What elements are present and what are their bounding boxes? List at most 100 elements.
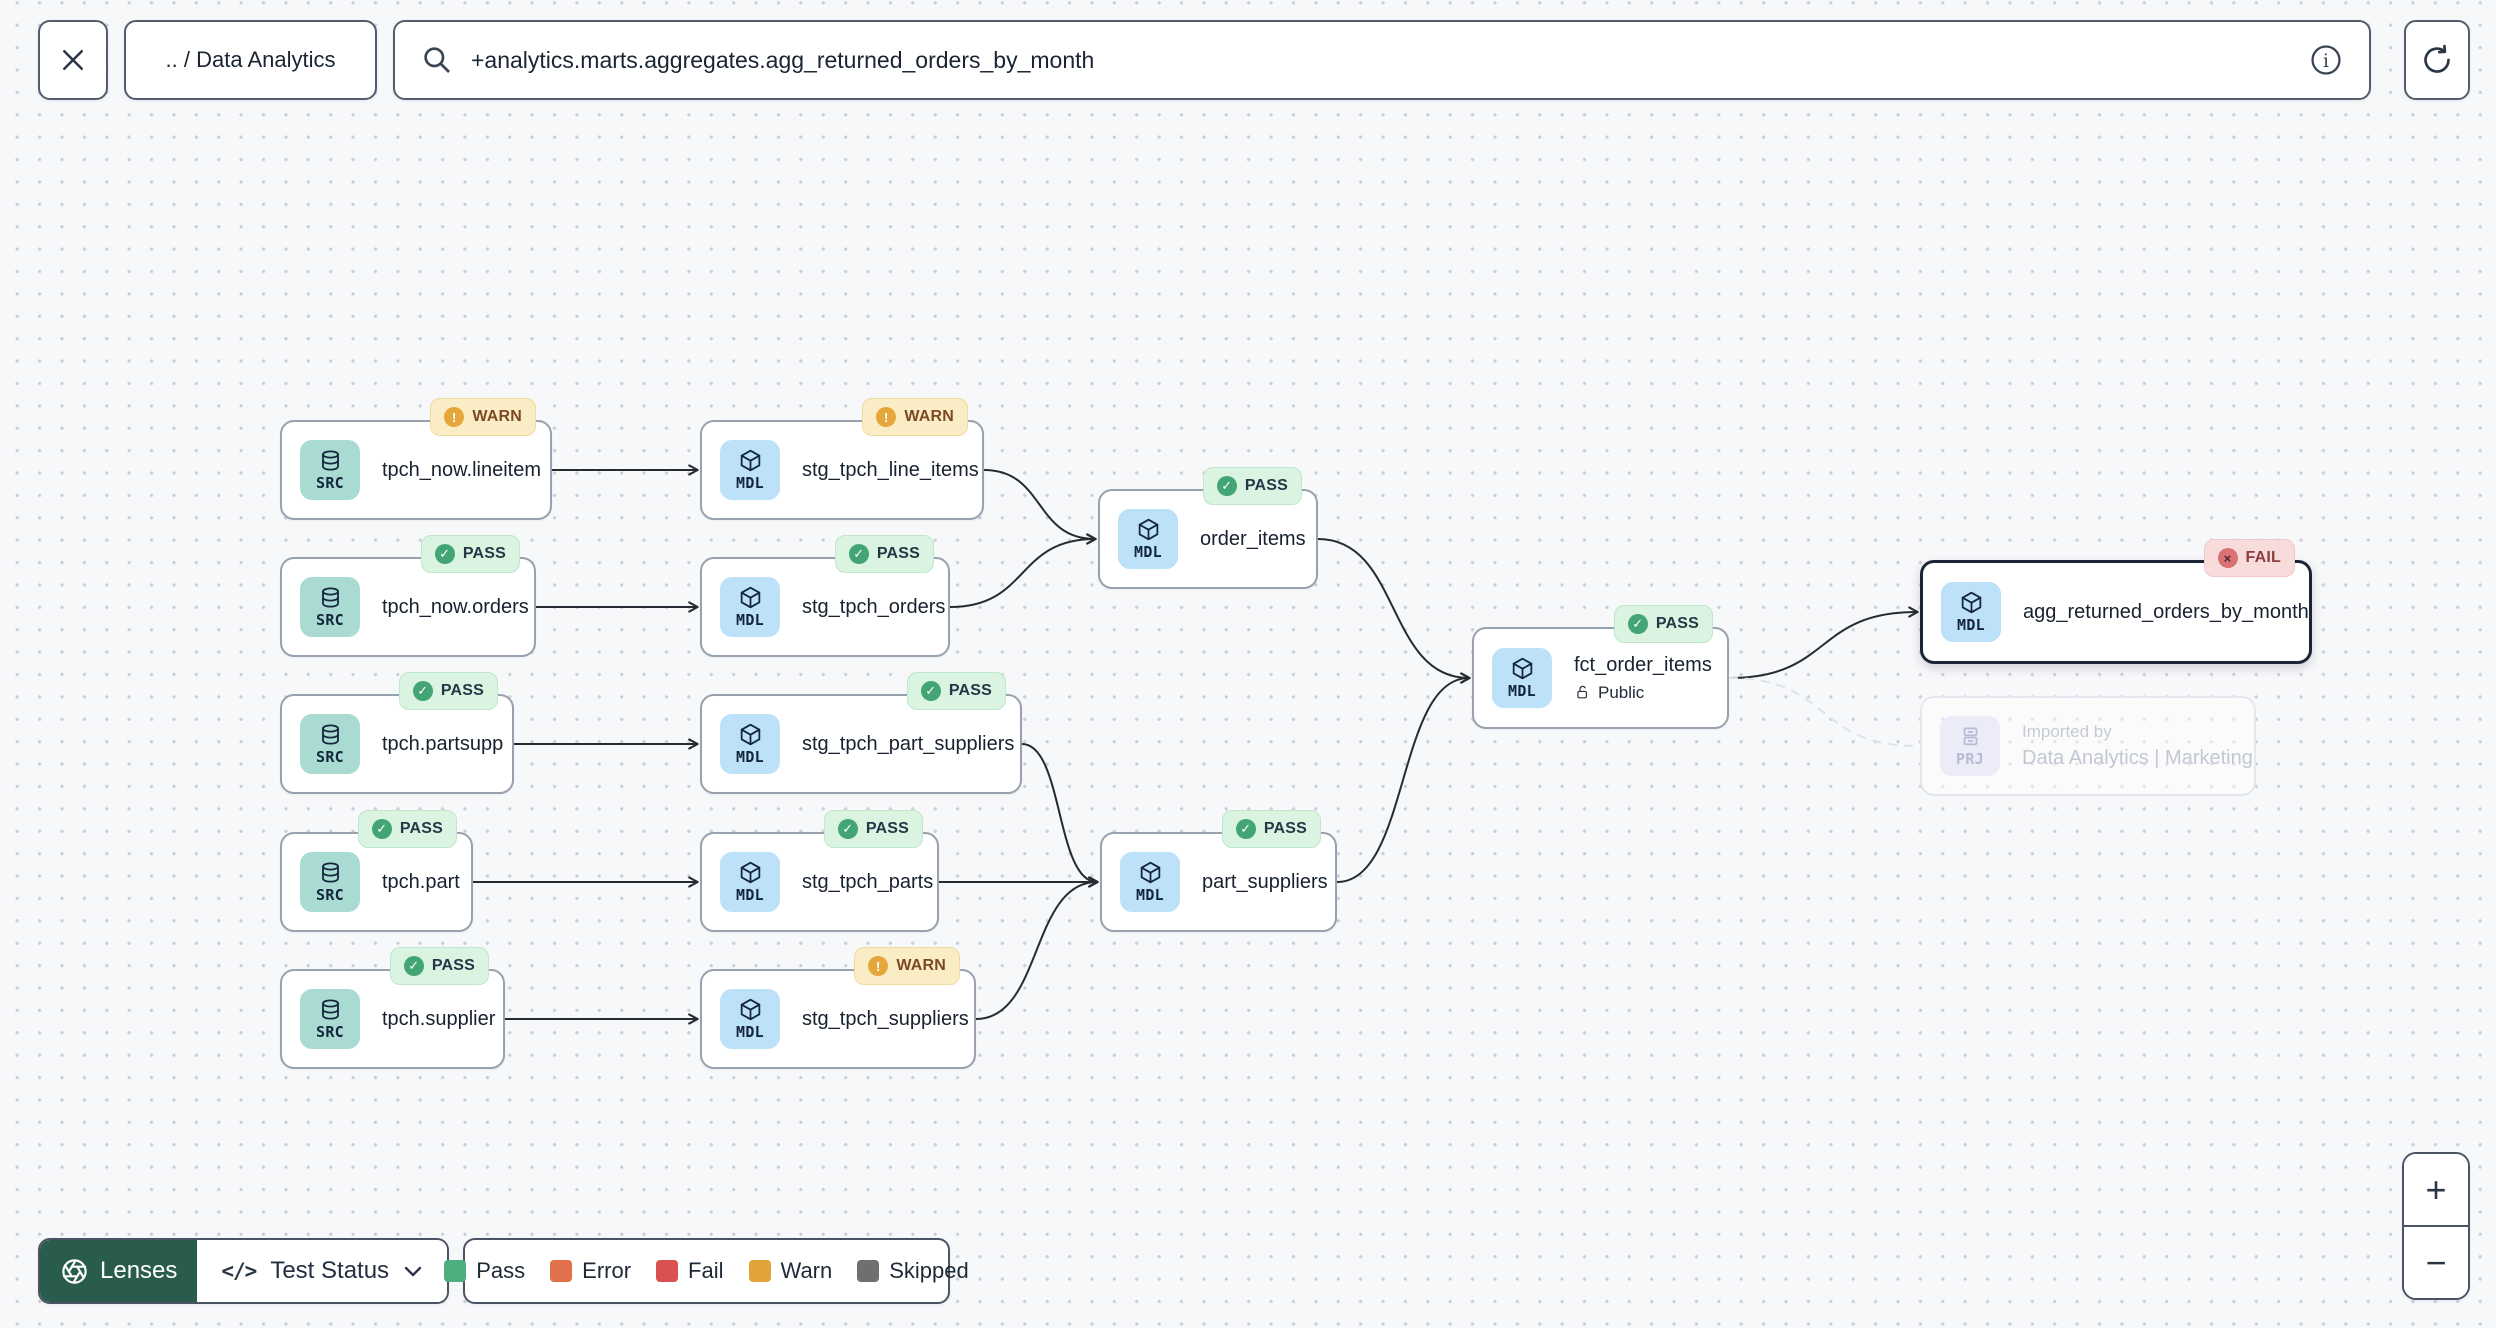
node-type-label: SRC (316, 474, 344, 492)
edge-stg_tpch_line_items-to-order_items (983, 469, 1097, 545)
node-label: stg_tpch_parts (802, 870, 934, 893)
check-circle-icon: ✓ (412, 681, 433, 701)
graph-node-tpch_partsupp[interactable]: ✓ PASS SRC tpch.partsupp (280, 672, 514, 794)
status-badge-pass: ✓ PASS (1613, 605, 1713, 643)
edge-fct_order_items-to-agg_returned_orders_by_month (1728, 606, 1919, 679)
node-type-label: MDL (1957, 616, 1985, 634)
fail-circle-icon: × (2217, 548, 2238, 568)
search-icon (424, 47, 450, 73)
legend-item-fail: Fail (656, 1258, 724, 1284)
legend-swatch-error (550, 1260, 573, 1282)
warning-circle-icon: ! (876, 407, 897, 427)
node-type-label: MDL (1136, 886, 1164, 904)
edge-stg_tpch_orders-to-order_items (949, 533, 1097, 608)
lenses-button[interactable]: Lenses (40, 1240, 198, 1302)
status-badge-pass: ✓ PASS (834, 535, 934, 573)
status-badge-label: PASS (865, 820, 909, 837)
code-icon: </> (221, 1259, 257, 1283)
check-circle-icon: ✓ (1627, 614, 1648, 634)
status-badge-label: PASS (876, 545, 920, 562)
zoom-in-button[interactable]: + (2404, 1154, 2468, 1225)
status-badge-fail: ×FAIL (2203, 539, 2295, 577)
unlocked-padlock-icon (1577, 685, 1587, 699)
check-circle-icon: ✓ (848, 544, 869, 564)
legend-swatch-skipped (857, 1260, 880, 1282)
node-label: part_suppliers (1202, 870, 1328, 893)
node-type-label: SRC (316, 748, 344, 766)
project-icon: PRJ (1940, 716, 2000, 776)
close-button[interactable] (38, 20, 108, 100)
status-badge-pass: ✓PASS (823, 810, 923, 848)
breadcrumb-button[interactable]: .. / Data Analytics (124, 20, 377, 100)
status-badge-label: PASS (440, 682, 484, 699)
cube-icon: MDL (720, 989, 780, 1049)
database-icon: SRC (300, 714, 360, 774)
search-input[interactable] (471, 46, 2291, 74)
status-badge-label: PASS (462, 545, 506, 562)
check-circle-icon: ✓ (403, 956, 424, 976)
edge-stg_tpch_part_suppliers-to-part_suppliers (1021, 743, 1099, 888)
edge-stg_tpch_suppliers-to-part_suppliers (975, 876, 1099, 1020)
close-icon (63, 50, 83, 70)
graph-node-agg_returned_orders_by_month[interactable]: ×FAIL MDL agg_returned_orders_by_month (1920, 539, 2312, 664)
graph-node-stg_tpch_parts[interactable]: ✓PASS MDL stg_tpch_parts (700, 810, 939, 932)
edge-paths (472, 464, 1919, 1025)
status-badge-pass: ✓PASS (357, 810, 457, 848)
node-label: tpch_now.lineitem (382, 458, 541, 481)
search-bar[interactable]: i (393, 20, 2371, 100)
node-label: order_items (1200, 527, 1306, 550)
node-text: stg_tpch_suppliers (802, 1008, 969, 1031)
node-label: stg_tpch_orders (802, 595, 946, 618)
chevron-down-icon (404, 1266, 422, 1276)
node-label: tpch.partsupp (382, 732, 504, 755)
lens-selected-label: Test Status (270, 1257, 390, 1284)
legend-swatch-fail (656, 1260, 679, 1282)
node-type-label: MDL (736, 886, 764, 904)
node-line2: Data Analytics | Marketing (2022, 747, 2253, 769)
refresh-button[interactable] (2404, 20, 2470, 100)
lenses-label: Lenses (100, 1257, 178, 1284)
legend-item-warn: Warn (748, 1258, 832, 1284)
status-badge-pass: ✓PASS (1202, 467, 1302, 505)
database-icon: SRC (300, 852, 360, 912)
status-badge-pass: ✓PASS (420, 535, 520, 573)
check-circle-icon: ✓ (1235, 819, 1256, 839)
node-label: stg_tpch_part_suppliers (802, 732, 1015, 755)
node-label: stg_tpch_line_items (802, 458, 979, 481)
lens-selector-dropdown[interactable]: </> Test Status (197, 1240, 448, 1302)
cube-icon: MDL (1492, 648, 1552, 708)
status-badge-pass: ✓PASS (389, 947, 489, 985)
legend-label: Skipped (889, 1258, 969, 1283)
node-text: stg_tpch_parts (802, 871, 933, 894)
status-badge-warn: !WARN (862, 398, 968, 436)
check-circle-icon: ✓ (1216, 476, 1237, 496)
node-text: tpch_now.orders (382, 596, 529, 619)
graph-node-stg_tpch_line_items[interactable]: !WARN MDL stg_tpch_line_items (700, 398, 984, 520)
node-text: agg_returned_orders_by_month (2023, 601, 2309, 624)
check-circle-icon: ✓ (920, 681, 941, 701)
node-type-label: PRJ (1956, 750, 1984, 768)
node-label: agg_returned_orders_by_month (2023, 600, 2309, 623)
database-icon: SRC (300, 989, 360, 1049)
node-label: fct_order_items (1574, 653, 1712, 676)
cube-icon: MDL (720, 714, 780, 774)
node-type-label: MDL (736, 474, 764, 492)
zoom-out-button[interactable]: − (2404, 1225, 2468, 1298)
node-text: stg_tpch_part_suppliers (802, 733, 1014, 756)
info-icon[interactable]: i (2309, 43, 2343, 77)
node-text: tpch_now.lineitem (382, 459, 541, 482)
node-text: tpch.partsupp (382, 733, 503, 756)
status-badge-label: PASS (1655, 615, 1699, 632)
